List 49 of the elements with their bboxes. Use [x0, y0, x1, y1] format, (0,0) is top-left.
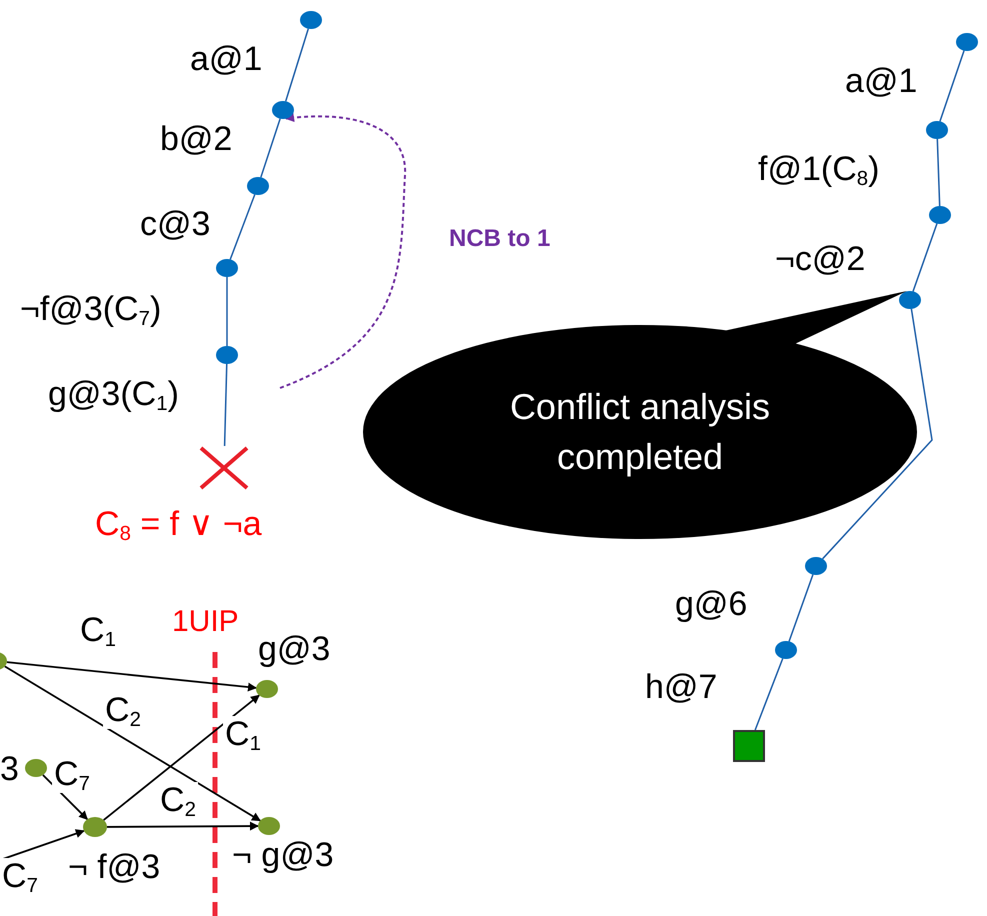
arrow [4, 666, 261, 822]
node-dot [216, 346, 238, 364]
literal-label: ¬ g@3 [232, 836, 334, 876]
connector-line [230, 194, 256, 260]
literal-label: a@1 [190, 40, 262, 80]
node-dot [899, 291, 921, 309]
arrow [107, 822, 259, 831]
arrow [6, 661, 257, 692]
connector-line [260, 118, 281, 178]
callout-text: Conflict analysis completed [508, 384, 772, 479]
literal-label: a@1 [845, 62, 918, 102]
node-dot [83, 817, 107, 837]
literal-label: C$_{8}$ = f ∨ ¬a [95, 505, 262, 544]
node-dot [258, 817, 280, 835]
literal-label: b@2 [160, 120, 232, 160]
literal-label: ¬f@3(C$_{7}$) [20, 290, 162, 330]
literal-label: ¬ f@3 [68, 848, 160, 888]
node-dot [300, 11, 322, 29]
node-dot [256, 680, 278, 698]
connector-line [224, 364, 228, 446]
node-dot [929, 206, 951, 224]
node-dot [272, 101, 294, 119]
conflict-cross [199, 446, 249, 490]
node-dot [216, 259, 238, 277]
literal-label: g@6 [675, 585, 748, 624]
node-dot [25, 759, 47, 777]
literal-label: 3 [0, 750, 19, 790]
connector-line [285, 28, 309, 102]
connector-line [788, 574, 814, 642]
connector-line [822, 308, 933, 560]
literal-label: g@3(C$_{1}$) [48, 375, 179, 414]
literal-label: 1UIP [172, 605, 239, 640]
node-dot [775, 641, 797, 659]
connector-line [912, 223, 938, 292]
node-dot [247, 177, 269, 195]
connector-line [754, 658, 784, 730]
literal-label: f@1(C$_{8}$) [758, 150, 880, 190]
literal-label: g@3 [258, 630, 330, 670]
connector-line [939, 50, 965, 122]
arrow [280, 113, 406, 389]
node-dot [805, 557, 827, 575]
arrow [103, 694, 260, 821]
literal-label: c@3 [140, 205, 210, 244]
connector-line [936, 138, 940, 206]
literal-label: h@7 [645, 668, 718, 708]
end-square [733, 730, 765, 762]
node-dot [956, 33, 978, 51]
connector-line [226, 277, 228, 346]
node-dot [926, 121, 948, 139]
